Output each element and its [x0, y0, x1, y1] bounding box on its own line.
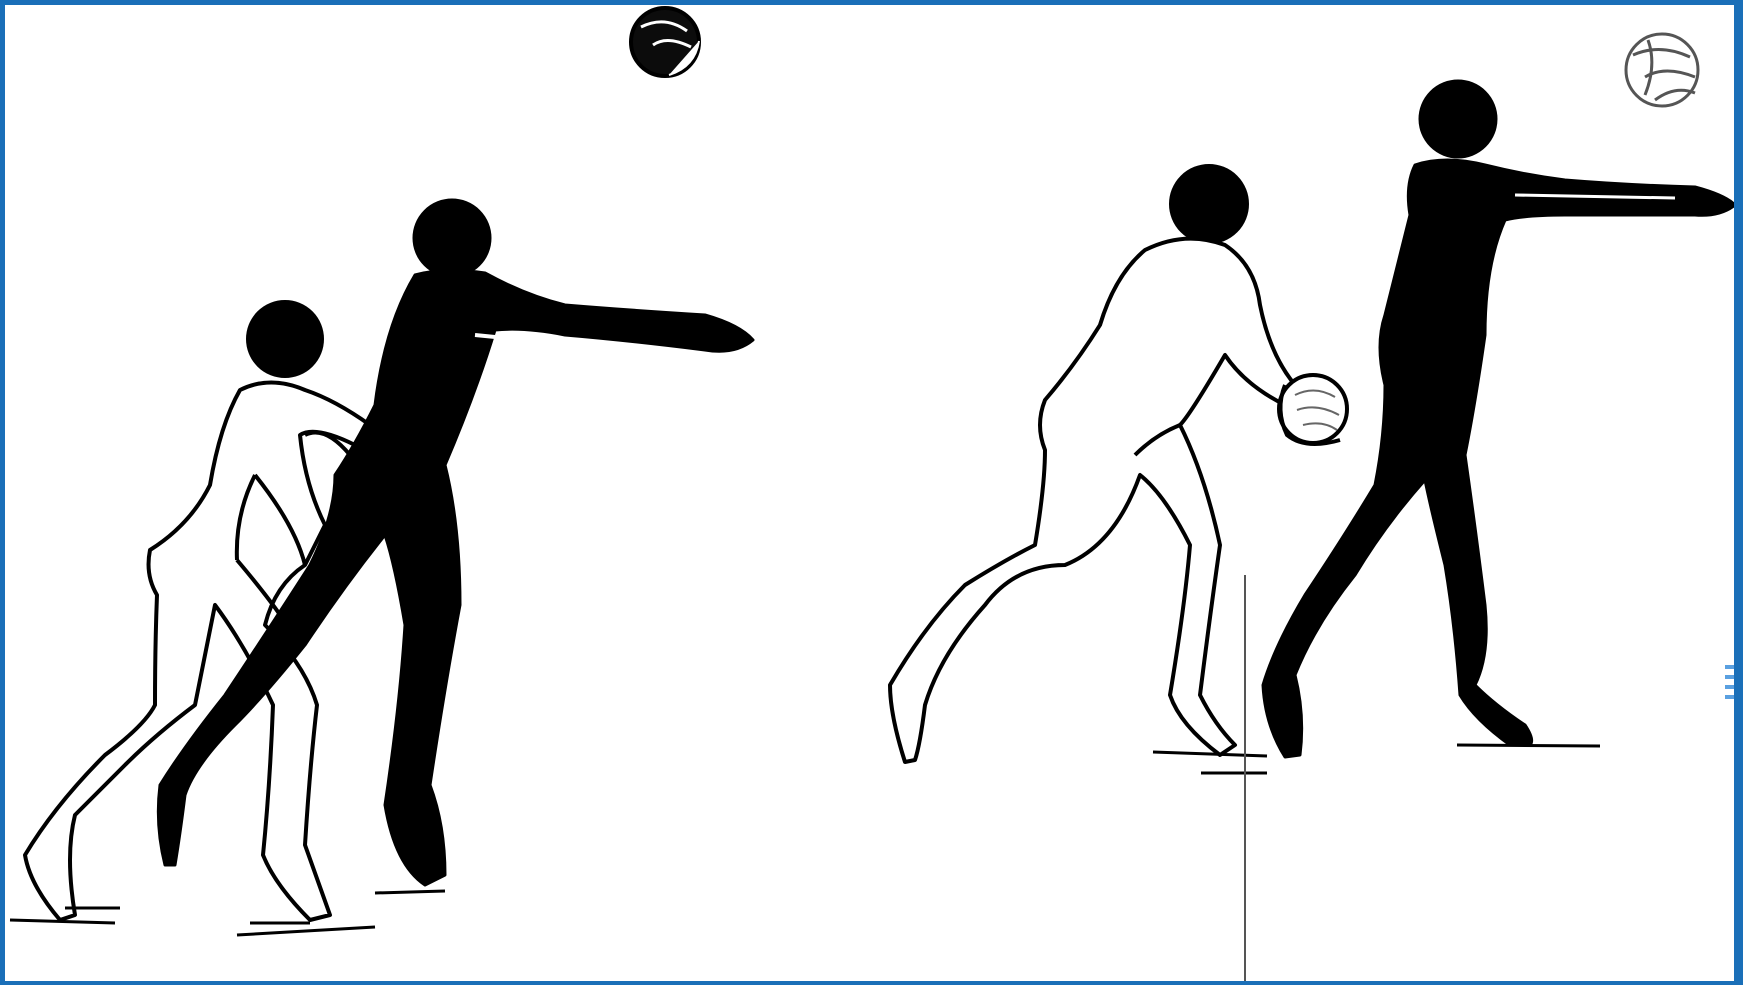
outlined-player-right [890, 166, 1295, 762]
frame-edge-marks [1725, 665, 1734, 735]
left-panel [10, 8, 753, 935]
right-panel [890, 34, 1735, 985]
volleyball-dark-icon [631, 8, 699, 76]
volleyball-light-icon [1626, 34, 1698, 106]
volleyball-illustration [5, 5, 1743, 985]
held-volleyball-icon [1279, 375, 1347, 444]
